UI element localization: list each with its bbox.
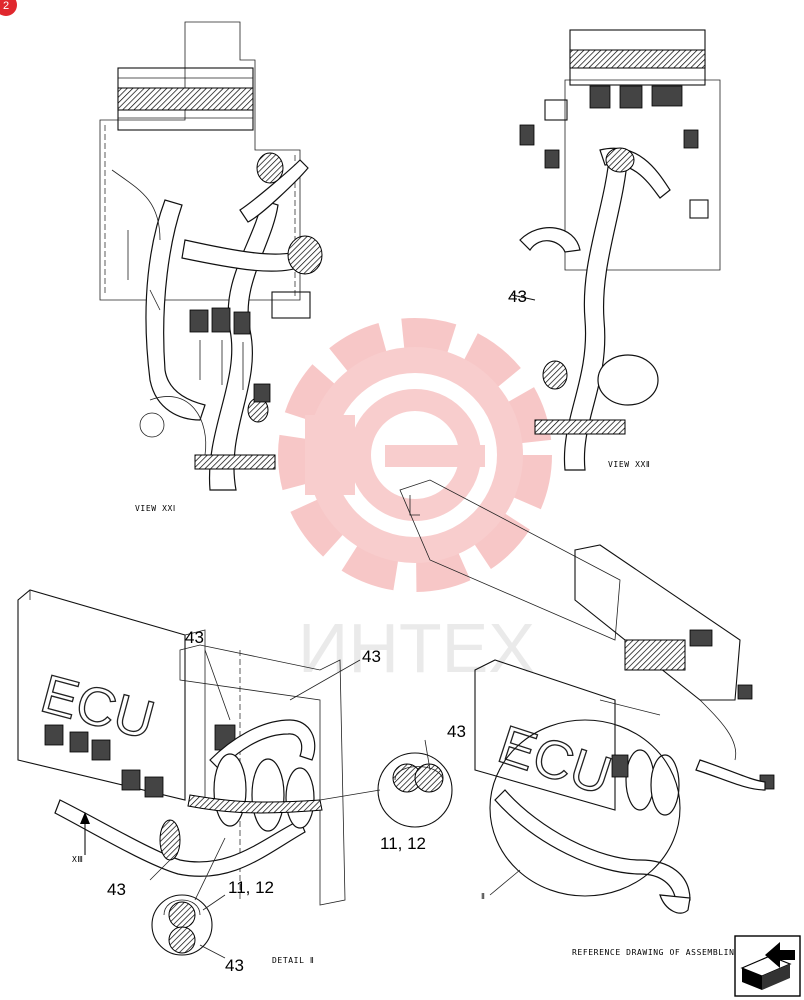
page-marker: 2 [0,0,17,16]
callout-43-detail-c: 43 [107,880,126,899]
section-circle-small [151,894,226,959]
view-xx1-caption: VIEW XXⅠ [135,504,176,513]
callout-1112-small: 11, 12 [228,878,274,897]
callout-43-circle-large: 43 [447,722,466,741]
callout-43-detail-a: 43 [185,628,204,647]
callout-43-view2: 43 [508,287,527,306]
callout-1112-large: 11, 12 [380,834,426,853]
callout-43-detail-b: 43 [362,647,381,666]
watermark-text: ИНТЕХ [298,609,535,687]
svg-text:2: 2 [3,0,9,12]
watermark-logo: ИНТЕХ [278,318,552,687]
reference-drawing: ECU [399,479,775,914]
section-circle-large [319,739,453,828]
detail-ii-drawing: ECU [17,589,361,906]
detail-caption: DETAIL Ⅱ [272,956,314,965]
callout-43-circle-small: 43 [225,956,244,975]
next-page-icon [740,942,795,990]
view-xx2-caption: VIEW XXⅡ [608,460,650,469]
view-xx1-drawing [99,21,323,491]
reference-caption: REFERENCE DRAWING OF ASSEMBLING [572,948,740,957]
view-xx2-drawing [511,29,721,471]
arrow-view-marker: XⅢ [72,855,84,864]
reference-detail-marker: Ⅱ [481,892,486,901]
next-page-button[interactable] [734,935,801,997]
